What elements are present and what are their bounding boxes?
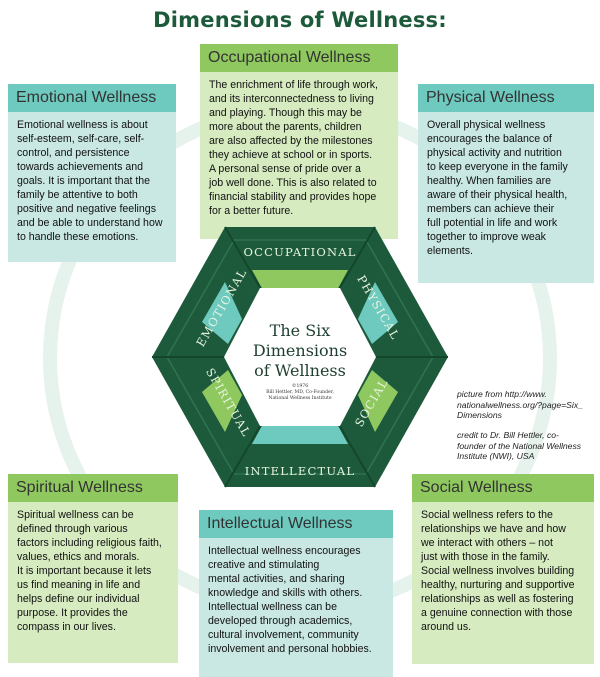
emotional-wellness-box: Emotional Wellness Emotional wellness is… xyxy=(8,84,176,262)
center-title-line1: The Six xyxy=(270,321,331,340)
social-wellness-box: Social Wellness Social wellness refers t… xyxy=(412,474,594,664)
spiritual-heading: Spiritual Wellness xyxy=(8,474,178,502)
social-heading: Social Wellness xyxy=(412,474,594,502)
center-title-line3: of Wellness xyxy=(254,361,346,380)
intellectual-heading: Intellectual Wellness xyxy=(199,510,393,538)
emotional-heading: Emotional Wellness xyxy=(8,84,176,112)
social-text: Social wellness refers to the relationsh… xyxy=(412,502,594,664)
center-title-line2: Dimensions xyxy=(253,341,347,360)
spiritual-wellness-box: Spiritual Wellness Spiritual wellness ca… xyxy=(8,474,178,663)
physical-heading: Physical Wellness xyxy=(418,84,594,112)
center-copyright: ©1976 xyxy=(292,382,308,389)
occupational-text: The enrichment of life through work, and… xyxy=(200,72,398,239)
physical-wellness-box: Physical Wellness Overall physical welln… xyxy=(418,84,594,283)
occupational-wellness-box: Occupational Wellness The enrichment of … xyxy=(200,44,398,239)
segment-social xyxy=(358,370,398,432)
center-author: Bill Hettler, MD, Co-Founder, xyxy=(266,389,334,395)
six-dimensions-hexagon: OCCUPATIONAL INTELLECTUAL EMOTIONAL PHYS… xyxy=(152,226,448,488)
intellectual-wellness-box: Intellectual Wellness Intellectual welln… xyxy=(199,510,393,677)
page-title: Dimensions of Wellness: xyxy=(153,8,447,32)
segment-emotional xyxy=(202,282,242,344)
segment-spiritual xyxy=(202,370,242,432)
picture-source-credit: picture from http://www. nationalwellnes… xyxy=(457,389,583,420)
center-hexagon xyxy=(224,288,376,426)
label-occupational: OCCUPATIONAL xyxy=(243,245,356,259)
segment-occupational xyxy=(252,270,348,292)
author-credit: credit to Dr. Bill Hettler, co- founder … xyxy=(457,430,582,461)
physical-text: Overall physical wellness encourages the… xyxy=(418,112,594,283)
intellectual-text: Intellectual wellness encourages creativ… xyxy=(199,538,393,677)
emotional-text: Emotional wellness is about self-esteem,… xyxy=(8,112,176,262)
occupational-heading: Occupational Wellness xyxy=(200,44,398,72)
spiritual-text: Spiritual wellness can be defined throug… xyxy=(8,502,178,663)
center-org: National Wellness Institute xyxy=(268,395,331,401)
label-intellectual: INTELLECTUAL xyxy=(245,464,356,478)
segment-intellectual xyxy=(252,422,348,444)
segment-physical xyxy=(358,282,398,344)
